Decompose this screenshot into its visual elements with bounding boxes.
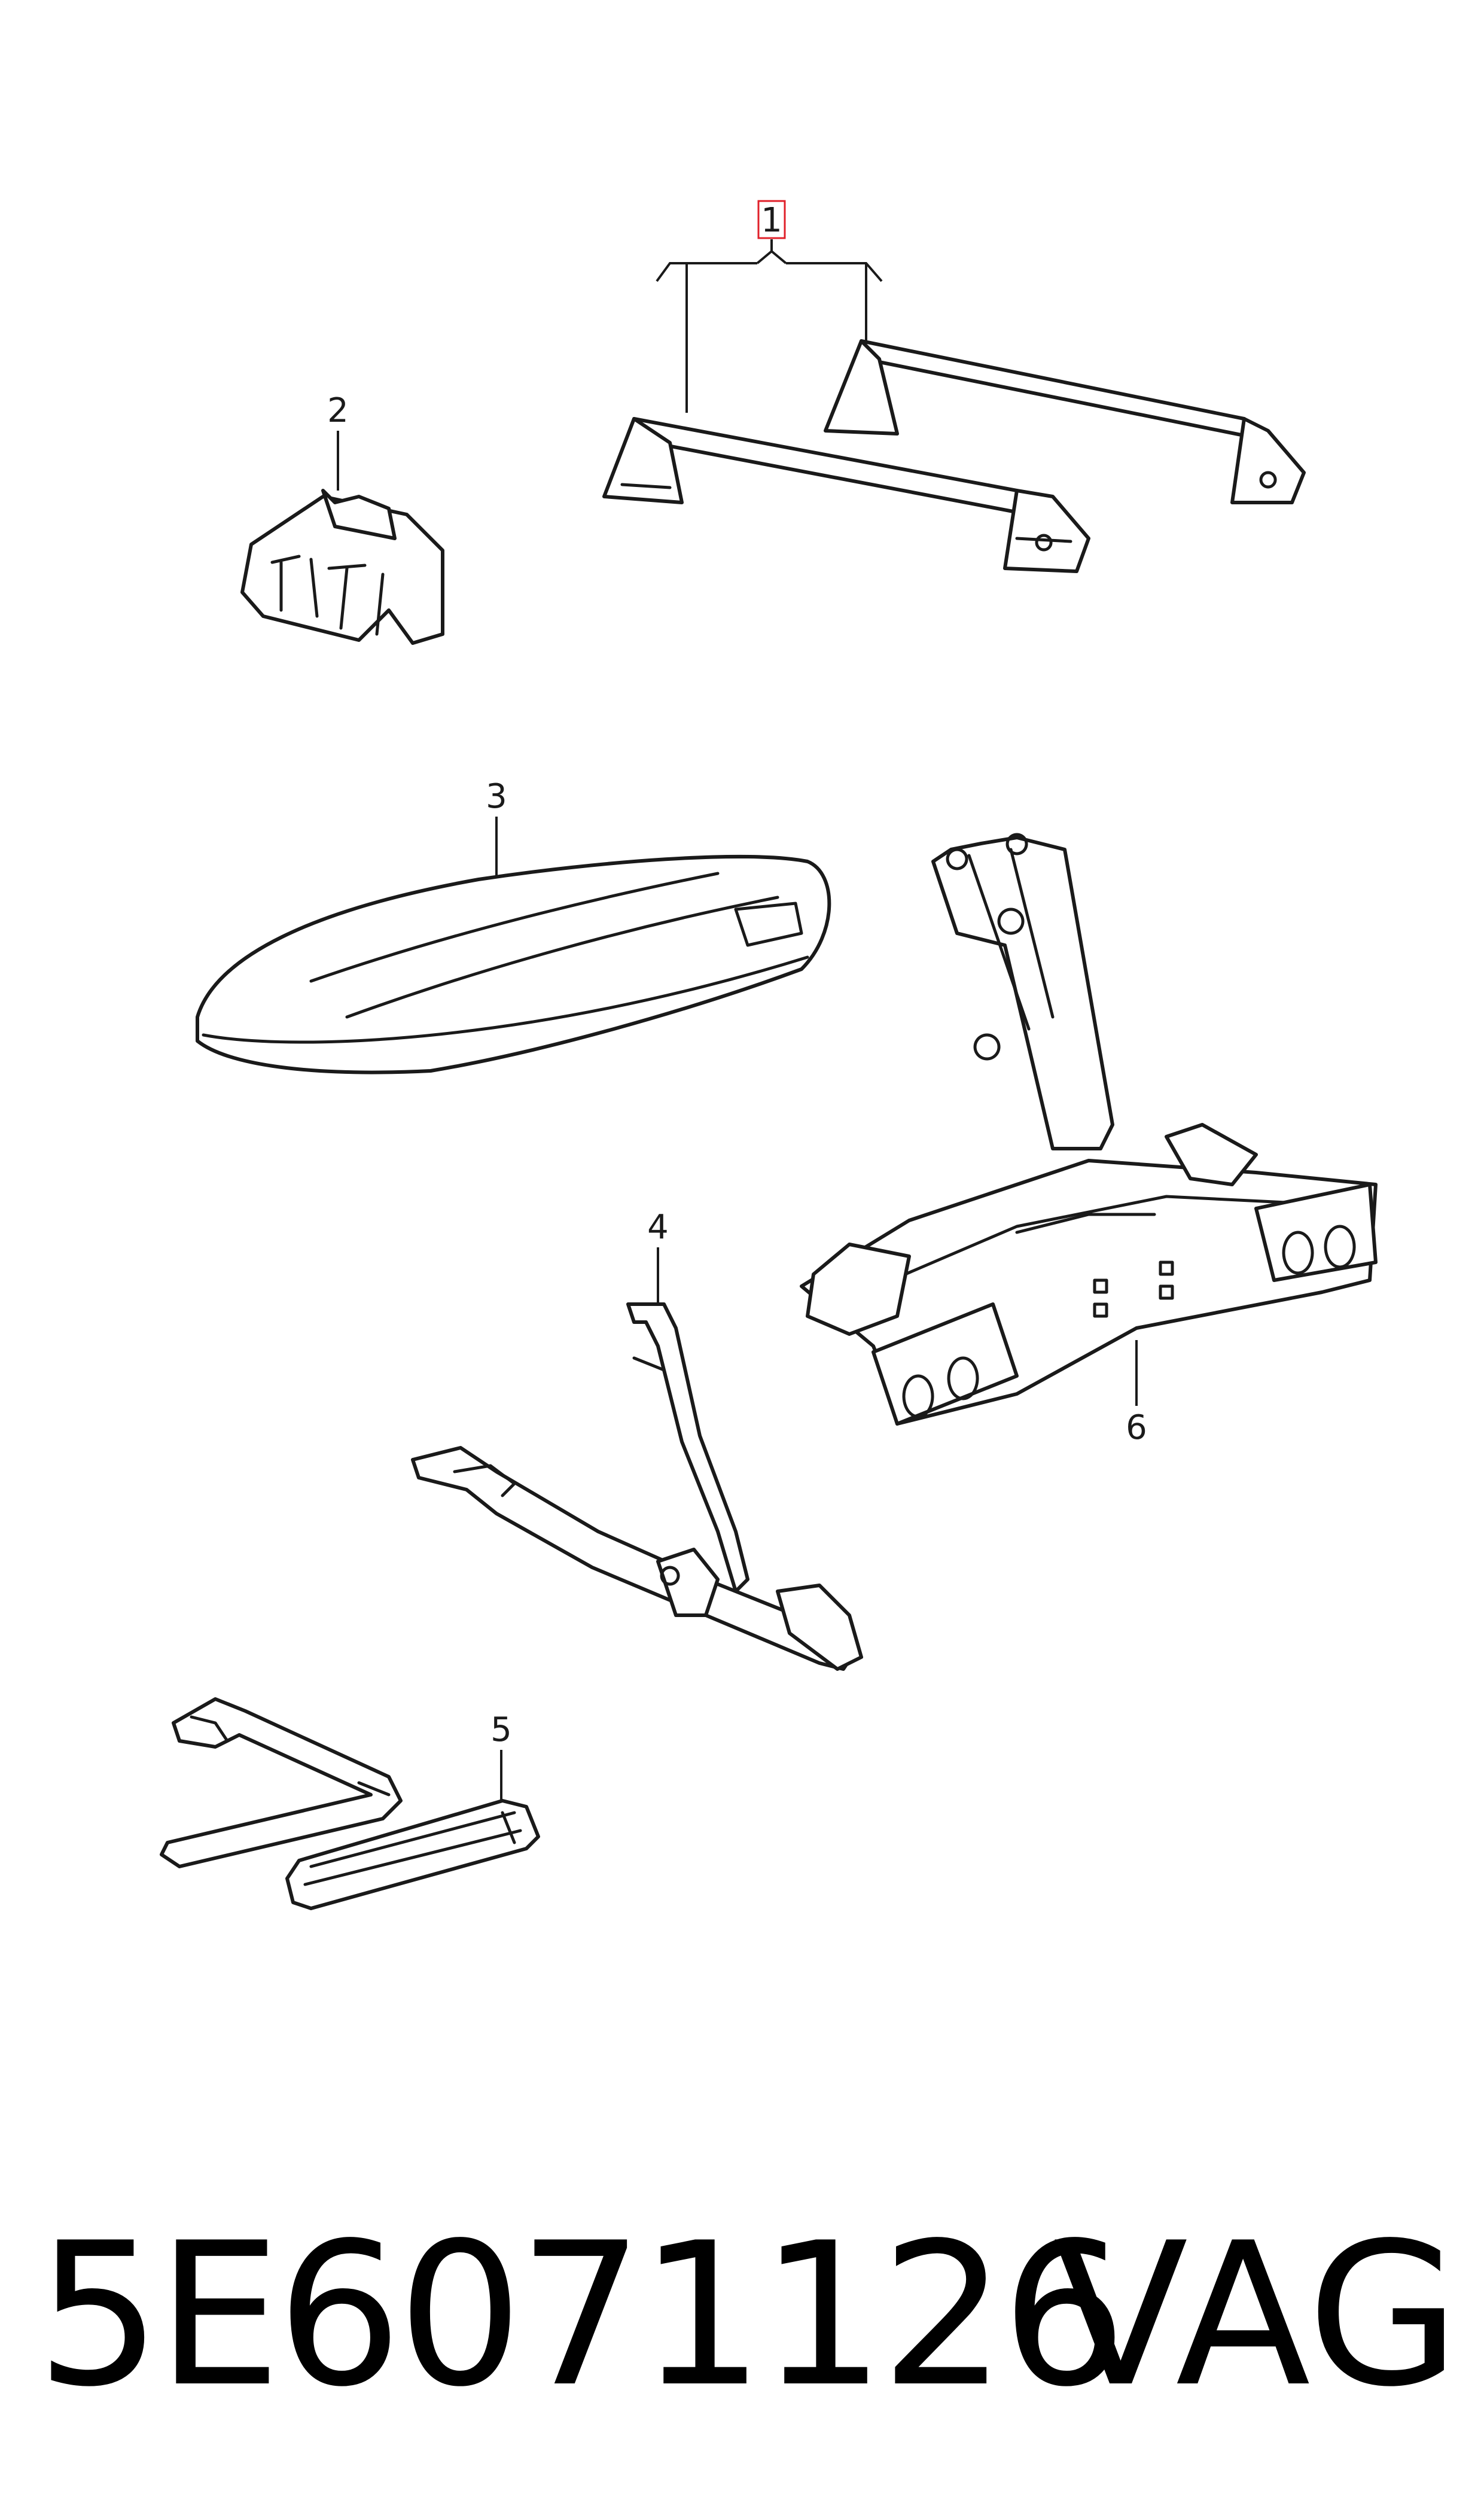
ski-carrier <box>160 1697 540 1910</box>
callout-6[interactable]: 6 <box>1126 1408 1147 1447</box>
callout-6-label: 6 <box>1126 1408 1147 1447</box>
callout-1-bracket <box>656 239 883 413</box>
roof-bar-rear <box>824 339 1306 504</box>
callout-1-label: 1 <box>761 201 782 240</box>
callout-3[interactable]: 3 <box>486 777 507 816</box>
part-number: 5E6071126 <box>36 2200 1127 2430</box>
roof-bar-front <box>602 417 1090 573</box>
callout-2-label: 2 <box>327 391 349 430</box>
footer: 5E6071126 VAG <box>0 2190 1484 2441</box>
callout-5[interactable]: 5 <box>490 1710 512 1749</box>
roof-box <box>196 854 831 1074</box>
callout-4[interactable]: 4 <box>647 1208 669 1247</box>
callout-4-label: 4 <box>647 1208 669 1247</box>
callout-1-highlight-box <box>757 200 786 239</box>
callout-5-label: 5 <box>490 1710 512 1749</box>
rear-bike-rack <box>800 833 1378 1426</box>
callout-1[interactable]: 1 <box>757 200 786 240</box>
bike-carrier <box>411 1302 863 1671</box>
callout-2[interactable]: 2 <box>327 391 349 430</box>
callout-3-label: 3 <box>486 777 507 816</box>
brand-name: VAG <box>1053 2200 1460 2430</box>
foot-pad <box>240 489 444 645</box>
